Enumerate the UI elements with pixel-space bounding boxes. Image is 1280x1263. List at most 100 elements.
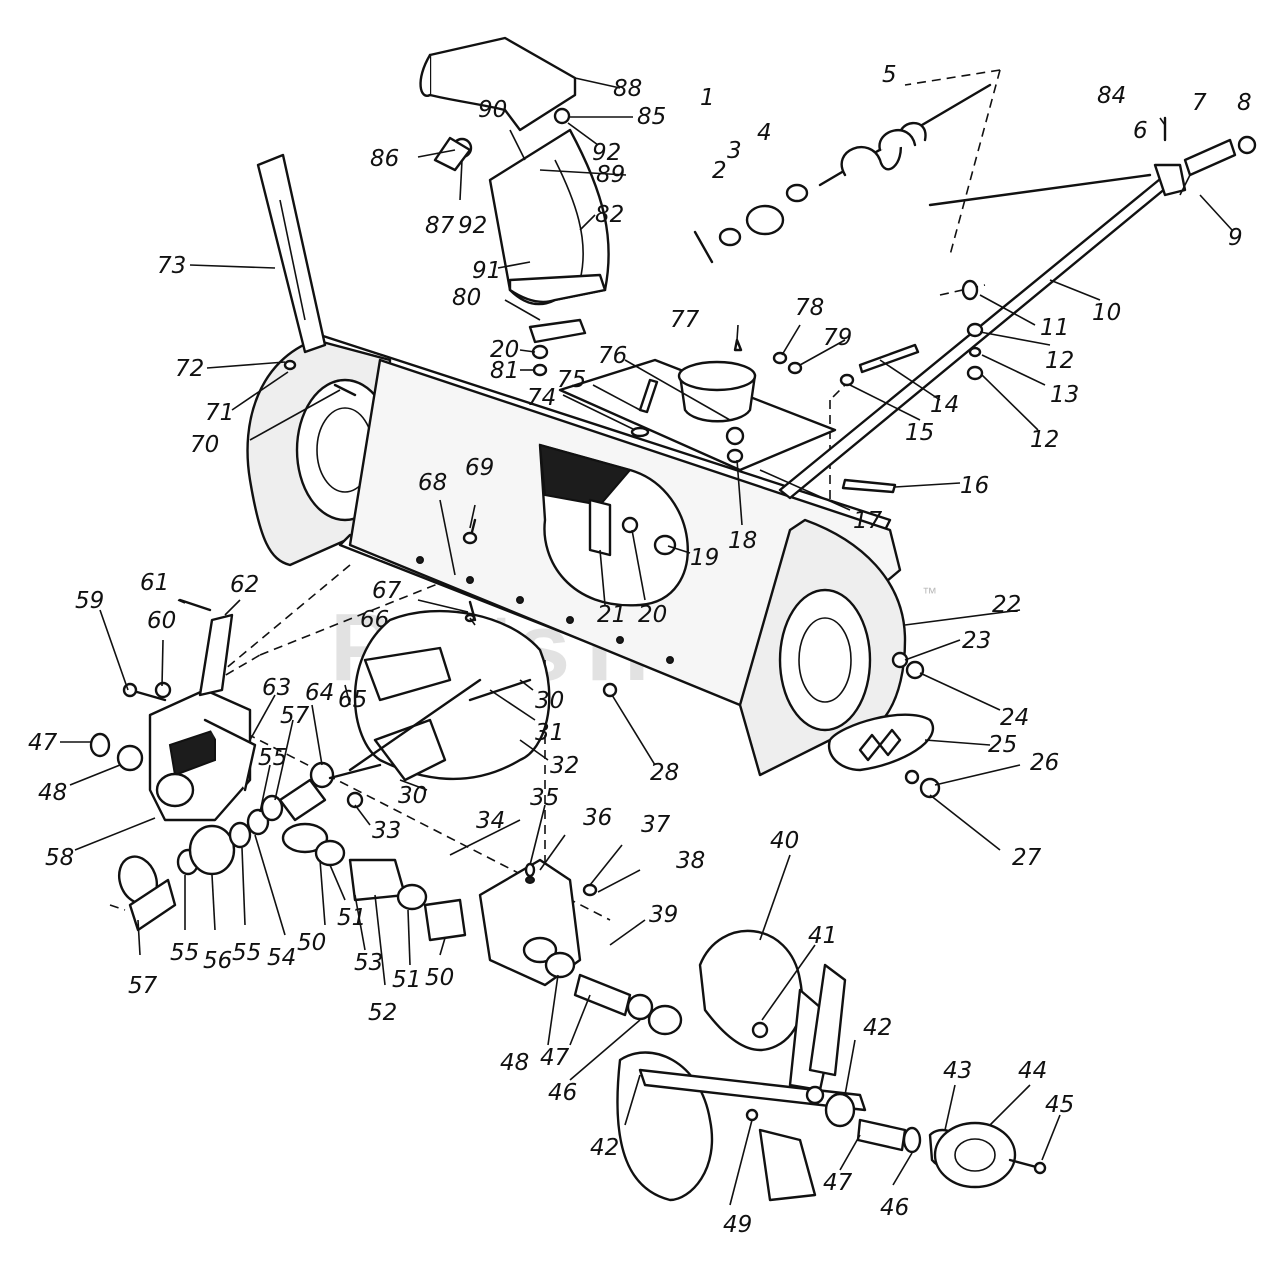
leader-lines <box>60 77 1233 1206</box>
callout-19: 19 <box>690 545 719 571</box>
callout-10: 10 <box>1092 300 1121 326</box>
callout-92a: 92 <box>592 140 621 166</box>
callout-79: 79 <box>823 325 852 351</box>
crank-rod <box>778 116 1257 500</box>
callout-78: 78 <box>795 295 824 321</box>
callout-75: 75 <box>557 367 586 393</box>
callout-86: 86 <box>370 146 399 172</box>
callout-16: 16 <box>960 473 989 499</box>
callout-28: 28 <box>650 760 679 786</box>
callout-46b: 46 <box>880 1195 909 1221</box>
callout-18: 18 <box>728 528 757 554</box>
callout-26: 26 <box>1030 750 1059 776</box>
callout-23: 23 <box>962 628 991 654</box>
callout-7: 7 <box>1192 90 1207 116</box>
callout-39: 39 <box>649 902 678 928</box>
impeller <box>348 609 551 782</box>
callout-12a: 12 <box>1045 348 1074 374</box>
callout-56: 56 <box>203 948 232 974</box>
callout-76: 76 <box>598 343 627 369</box>
callout-30b: 30 <box>398 783 427 809</box>
callout-70: 70 <box>190 432 219 458</box>
chute-crank-spiral <box>693 83 992 264</box>
callout-68: 68 <box>418 470 447 496</box>
callout-numbers: 88 85 90 92 89 82 86 87 92 91 80 20 81 7… <box>28 62 1252 1238</box>
callout-92b: 92 <box>458 213 487 239</box>
callout-55a: 55 <box>258 745 287 771</box>
callout-14: 14 <box>930 392 959 418</box>
callout-69: 69 <box>465 455 494 481</box>
callout-88: 88 <box>613 76 642 102</box>
skid-shoe <box>827 713 941 799</box>
callout-54: 54 <box>267 945 296 971</box>
callout-52: 52 <box>368 1000 397 1026</box>
chute-base-frame <box>558 358 837 472</box>
callout-44: 44 <box>1018 1058 1047 1084</box>
callout-33: 33 <box>372 818 401 844</box>
callout-30a: 30 <box>535 688 564 714</box>
callout-91: 91 <box>472 258 501 284</box>
callout-85: 85 <box>637 104 666 130</box>
callout-42b: 42 <box>590 1135 619 1161</box>
callout-31: 31 <box>535 720 564 746</box>
callout-53: 53 <box>354 950 383 976</box>
callout-55c: 55 <box>232 940 261 966</box>
callout-6: 6 <box>1133 118 1148 144</box>
callout-42a: 42 <box>863 1015 892 1041</box>
callout-63: 63 <box>262 675 291 701</box>
callout-47b: 47 <box>540 1045 570 1071</box>
callout-49: 49 <box>723 1212 752 1238</box>
callout-1: 1 <box>700 85 715 111</box>
callout-65: 65 <box>338 687 367 713</box>
callout-82: 82 <box>595 202 624 228</box>
callout-89: 89 <box>596 162 625 188</box>
callout-20b: 20 <box>638 602 667 628</box>
callout-24: 24 <box>1000 705 1029 731</box>
callout-87: 87 <box>425 213 455 239</box>
callout-40: 40 <box>770 828 799 854</box>
callout-43: 43 <box>943 1058 972 1084</box>
callout-71: 71 <box>205 400 234 426</box>
callout-74: 74 <box>527 385 556 411</box>
callout-21: 21 <box>597 602 626 628</box>
discharge-chute <box>419 36 610 344</box>
callout-47a: 47 <box>28 730 58 756</box>
watermark-trademark: ™ <box>922 585 937 602</box>
callout-72: 72 <box>175 356 204 382</box>
right-small-parts <box>544 951 1047 1189</box>
auger <box>616 929 867 1202</box>
callout-64: 64 <box>305 680 334 706</box>
callout-15: 15 <box>905 420 934 446</box>
callout-48b: 48 <box>500 1050 529 1076</box>
callout-90: 90 <box>478 97 507 123</box>
callout-36: 36 <box>583 805 612 831</box>
callout-11: 11 <box>1040 315 1069 341</box>
callout-80: 80 <box>452 285 481 311</box>
callout-60: 60 <box>147 608 176 634</box>
callout-73: 73 <box>157 253 186 279</box>
callout-25: 25 <box>988 732 1017 758</box>
callout-22: 22 <box>992 592 1021 618</box>
callout-2: 2 <box>712 158 727 184</box>
callout-84: 84 <box>1097 83 1126 109</box>
callout-13: 13 <box>1050 382 1079 408</box>
callout-37: 37 <box>641 812 671 838</box>
right-bearing-plate <box>778 588 872 732</box>
left-small-parts <box>89 598 532 942</box>
callout-5: 5 <box>882 62 897 88</box>
callout-34: 34 <box>476 808 505 834</box>
callout-55b: 55 <box>170 940 199 966</box>
callout-67: 67 <box>372 578 402 604</box>
callout-58: 58 <box>45 845 74 871</box>
left-gear-housing <box>148 688 257 822</box>
callout-50b: 50 <box>425 965 454 991</box>
callout-17: 17 <box>853 508 883 534</box>
callout-45: 45 <box>1045 1092 1074 1118</box>
callout-66: 66 <box>360 607 389 633</box>
callout-77: 77 <box>670 307 700 333</box>
callout-57b: 57 <box>128 973 158 999</box>
callout-59: 59 <box>75 588 104 614</box>
callout-3: 3 <box>727 138 742 164</box>
